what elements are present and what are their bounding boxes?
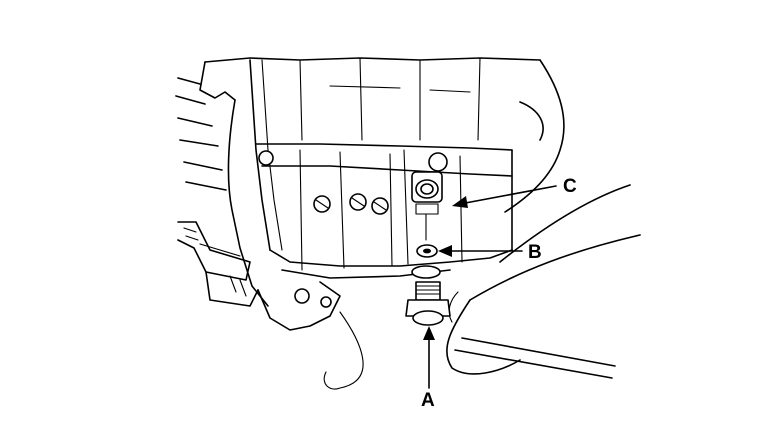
shift-linkage [177, 221, 341, 331]
fill-plug-c [411, 171, 443, 241]
callout-label-a: A [421, 390, 435, 411]
drain-plug-a [405, 281, 451, 326]
gasket-b [416, 244, 438, 258]
callout-leader-b [438, 245, 523, 257]
callout-label-c: C [563, 176, 577, 197]
drain-seat [411, 265, 441, 279]
transmission-housing [175, 57, 541, 307]
callout-label-b: B [528, 242, 542, 263]
vehicle-underbody [323, 59, 641, 390]
callout-leader-c [452, 185, 557, 208]
callout-leader-a [423, 326, 435, 389]
